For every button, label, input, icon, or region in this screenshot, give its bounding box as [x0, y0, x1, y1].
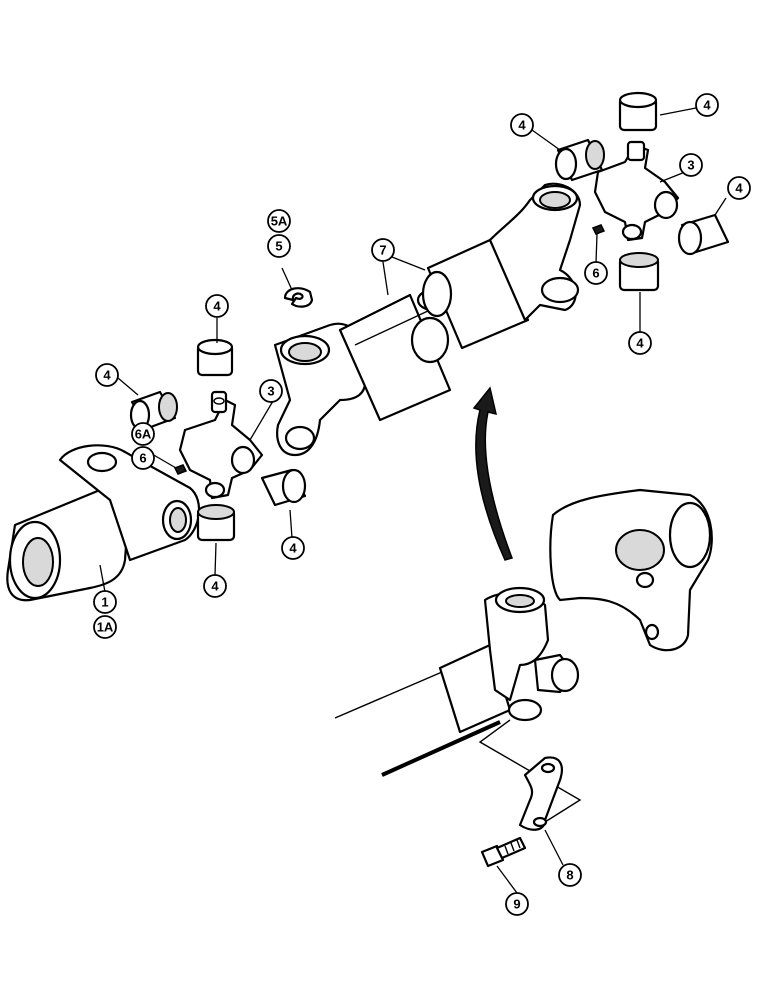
svg-text:4: 4	[213, 299, 221, 314]
callout-3-right: 3	[679, 153, 703, 177]
svg-text:6: 6	[592, 266, 599, 281]
grease-fitting-right	[591, 224, 606, 235]
svg-text:3: 3	[267, 384, 274, 399]
bearing-strap	[518, 756, 563, 831]
svg-text:5: 5	[275, 239, 282, 254]
slip-yoke	[6, 444, 201, 602]
callout-4-left-right: 4	[281, 536, 305, 560]
callout-4-right-side: 4	[510, 113, 534, 137]
callout-4-right-top: 4	[695, 93, 719, 117]
svg-text:1: 1	[101, 595, 108, 610]
callout-6-right: 6	[584, 261, 608, 285]
svg-text:4: 4	[289, 541, 297, 556]
svg-text:6A: 6A	[135, 427, 152, 442]
bearing-cap-left-right	[260, 468, 307, 507]
callout-6-left: 6	[131, 446, 155, 470]
callout-8: 8	[558, 863, 582, 887]
bearing-cap-right-top	[618, 91, 658, 132]
installed-view	[334, 488, 713, 823]
callout-9: 9	[505, 892, 529, 916]
universal-joint-cross-right	[593, 140, 680, 242]
assembly-direction-arrow	[472, 386, 513, 561]
svg-text:4: 4	[103, 368, 111, 383]
svg-text:1A: 1A	[97, 620, 114, 635]
center-shaft-yoke	[273, 182, 582, 457]
bearing-cap-right-right	[677, 213, 730, 256]
bearing-cap-left-side	[129, 390, 178, 431]
callout-3-left: 3	[259, 379, 283, 403]
svg-text:5A: 5A	[271, 214, 288, 229]
svg-text:4: 4	[636, 336, 644, 351]
bearing-cap-right-side	[554, 138, 605, 182]
snap-ring	[283, 287, 314, 308]
svg-text:4: 4	[735, 181, 743, 196]
svg-text:4: 4	[211, 579, 219, 594]
callout-4-left-side: 4	[95, 363, 119, 387]
callout-4-left-bottom: 4	[203, 574, 227, 598]
svg-text:4: 4	[703, 98, 711, 113]
callout-7: 7	[371, 238, 395, 262]
bearing-cap-left-bottom	[196, 504, 236, 542]
callout-4-right-bottom: 4	[628, 331, 652, 355]
callout-5a: 5A	[267, 209, 291, 233]
callout-5: 5	[267, 234, 291, 258]
svg-text:9: 9	[513, 897, 520, 912]
callout-6a-label: 6A	[131, 422, 155, 446]
callout-1: 1	[93, 590, 117, 614]
svg-text:4: 4	[518, 118, 526, 133]
callout-4-right-right: 4	[727, 176, 751, 200]
callout-4-left-top: 4	[205, 294, 229, 318]
svg-text:8: 8	[566, 868, 573, 883]
grease-fitting-left	[173, 464, 188, 475]
bolt	[480, 836, 527, 868]
universal-joint-cross-left	[178, 390, 264, 500]
bearing-cap-left-top	[196, 338, 234, 377]
callout-1a: 1A	[93, 615, 117, 639]
svg-text:3: 3	[687, 158, 694, 173]
leader-lines	[99, 107, 727, 894]
svg-text:6: 6	[139, 451, 146, 466]
svg-text:7: 7	[379, 243, 386, 258]
bearing-cap-right-bottom	[618, 252, 660, 292]
